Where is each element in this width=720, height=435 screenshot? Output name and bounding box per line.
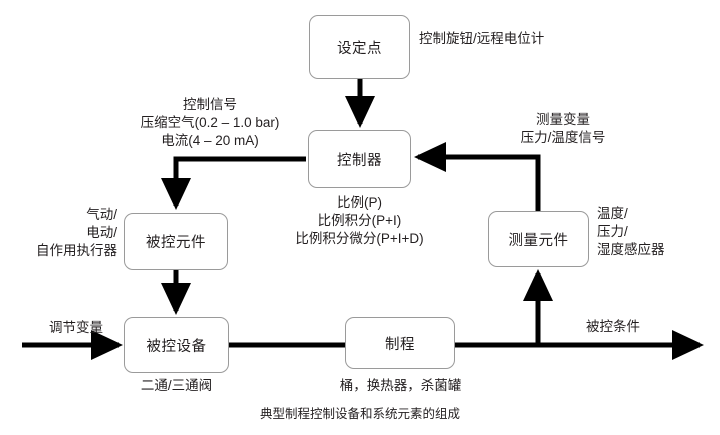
- node-controlled-element[interactable]: 被控元件: [124, 213, 228, 270]
- diagram-caption: 典型制程控制设备和系统元素的组成: [259, 407, 460, 421]
- node-measuring-element[interactable]: 测量元件: [488, 211, 589, 267]
- annotation-control-signal-title: 控制信号: [183, 97, 237, 112]
- annotation-controller-mode-p: 比例(P): [337, 195, 382, 210]
- annotation-controller-mode-pi: 比例积分(P+I): [317, 213, 402, 228]
- node-measuring-element-label: 测量元件: [508, 232, 569, 249]
- annotation-measured-variable-signal: 压力/温度信号: [520, 130, 606, 145]
- annotation-sensor-temperature: 温度/: [597, 206, 628, 221]
- annotation-setpoint-note: 控制旋钮/远程电位计: [419, 31, 545, 46]
- annotation-actuator-electric: 电动/: [86, 225, 117, 240]
- node-process-label: 制程: [385, 336, 415, 353]
- annotation-process-vessels: 桶，换热器，杀菌罐: [339, 378, 462, 393]
- annotation-controller-mode-pid: 比例积分微分(P+I+D): [295, 231, 424, 246]
- node-controlled-element-label: 被控元件: [146, 235, 206, 251]
- annotation-sensor-pressure: 压力/: [597, 224, 628, 239]
- annotation-controlled-condition: 被控条件: [586, 319, 640, 334]
- node-controller-label: 控制器: [337, 152, 382, 169]
- node-controller[interactable]: 控制器: [308, 130, 411, 188]
- annotation-control-signal-pressure: 压缩空气(0.2 – 1.0 bar): [140, 115, 280, 130]
- annotation-valve-type: 二通/三通阀: [140, 378, 213, 393]
- annotation-control-signal-current: 电流(4 – 20 mA): [161, 133, 259, 148]
- node-setpoint[interactable]: 设定点: [309, 15, 410, 79]
- annotation-actuator-pneumatic: 气动/: [86, 207, 117, 222]
- annotation-sensor-humidity: 湿度感应器: [597, 242, 665, 257]
- node-setpoint-label: 设定点: [337, 40, 382, 57]
- node-process[interactable]: 制程: [345, 317, 455, 369]
- annotation-measured-variable-title: 测量变量: [536, 112, 590, 127]
- node-controlled-device-label: 被控设备: [146, 338, 207, 355]
- annotation-actuator-self-acting: 自作用执行器: [36, 243, 117, 258]
- annotation-manipulated-variable: 调节变量: [49, 320, 103, 335]
- node-controlled-device[interactable]: 被控设备: [124, 317, 229, 373]
